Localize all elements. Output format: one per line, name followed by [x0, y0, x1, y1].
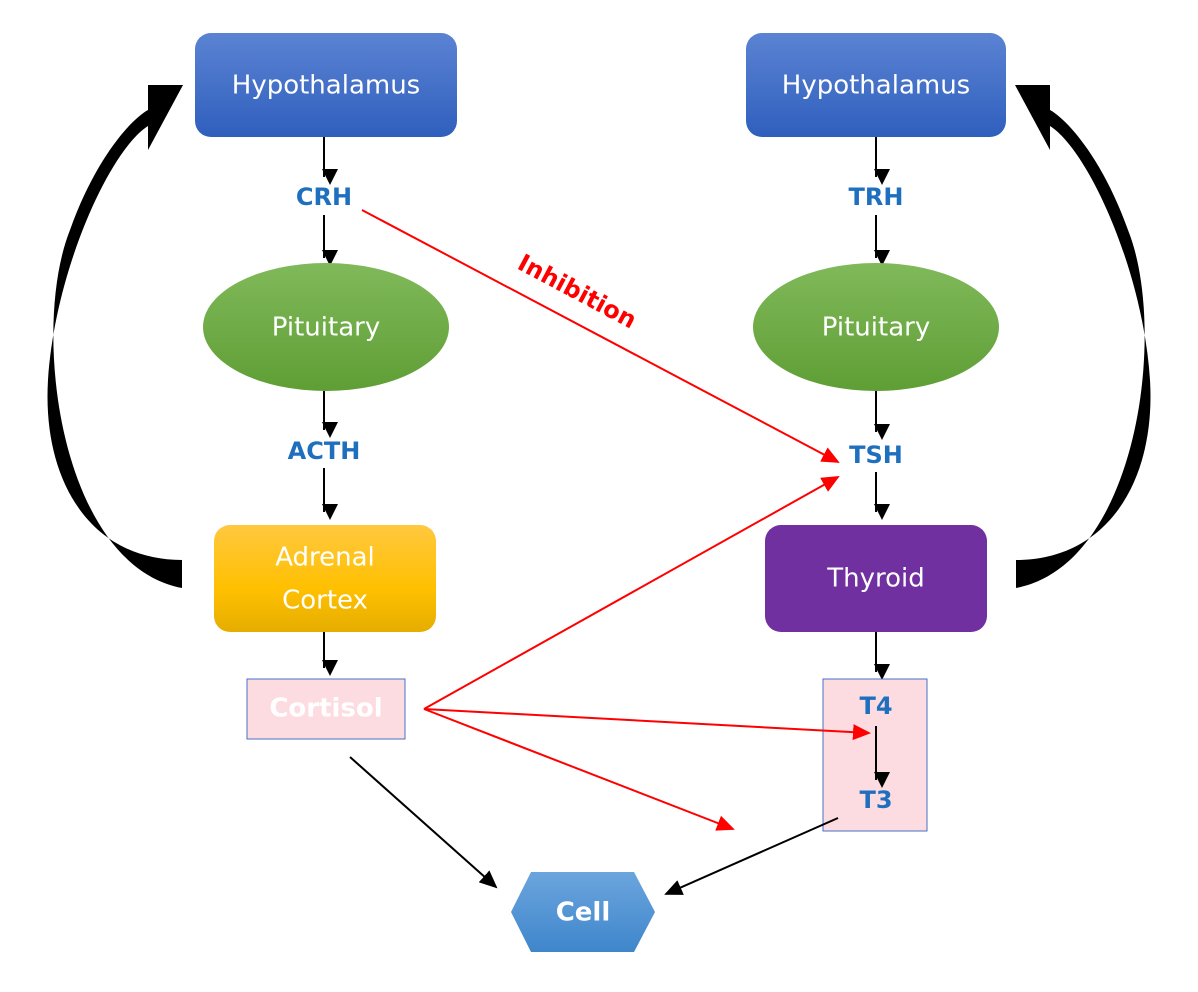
acth-label: ACTH — [288, 437, 361, 465]
tsh-label: TSH — [849, 441, 903, 469]
left-feedback-arrow — [47, 85, 183, 588]
thyroid-box: Thyroid — [765, 525, 987, 632]
adrenal-label-line1: Adrenal — [275, 543, 375, 573]
trh-label: TRH — [849, 183, 904, 211]
cell-hexagon: Cell — [511, 872, 655, 952]
right-pituitary-label: Pituitary — [822, 313, 930, 343]
adrenal-cortex-box: Adrenal Cortex — [214, 525, 436, 632]
left-hypothalamus-label: Hypothalamus — [232, 71, 420, 101]
inhibition-arrow-cortisol-to-tsh — [423, 476, 840, 710]
t3-label: T3 — [859, 786, 892, 814]
left-pituitary-label: Pituitary — [272, 313, 380, 343]
arrow-t3-to-cell — [664, 817, 839, 895]
crh-label: CRH — [296, 183, 352, 211]
t4-label: T4 — [859, 692, 892, 720]
adrenal-label-line2: Cortex — [282, 586, 368, 616]
cortisol-box: Cortisol — [246, 678, 406, 740]
inhibition-arrow-cortisol-to-t3 — [423, 708, 735, 831]
right-pituitary-ellipse: Pituitary — [753, 263, 999, 391]
t4-t3-box: T4 T3 — [822, 678, 928, 832]
inhibition-arrow-crh-to-tsh — [361, 209, 840, 463]
thyroid-label: Thyroid — [826, 564, 925, 594]
right-hypothalamus-box: Hypothalamus — [746, 33, 1006, 137]
right-hypothalamus-label: Hypothalamus — [782, 71, 970, 101]
inhibition-label: Inhibition — [513, 249, 641, 335]
cell-label: Cell — [556, 898, 611, 928]
arrow-cortisol-to-cell — [349, 756, 498, 889]
left-pituitary-ellipse: Pituitary — [203, 263, 449, 391]
inhibition-arrow-cortisol-to-t4-conversion — [423, 708, 871, 741]
right-feedback-arrow — [1015, 85, 1151, 588]
left-hypothalamus-box: Hypothalamus — [195, 33, 457, 137]
cortisol-label: Cortisol — [269, 694, 382, 724]
